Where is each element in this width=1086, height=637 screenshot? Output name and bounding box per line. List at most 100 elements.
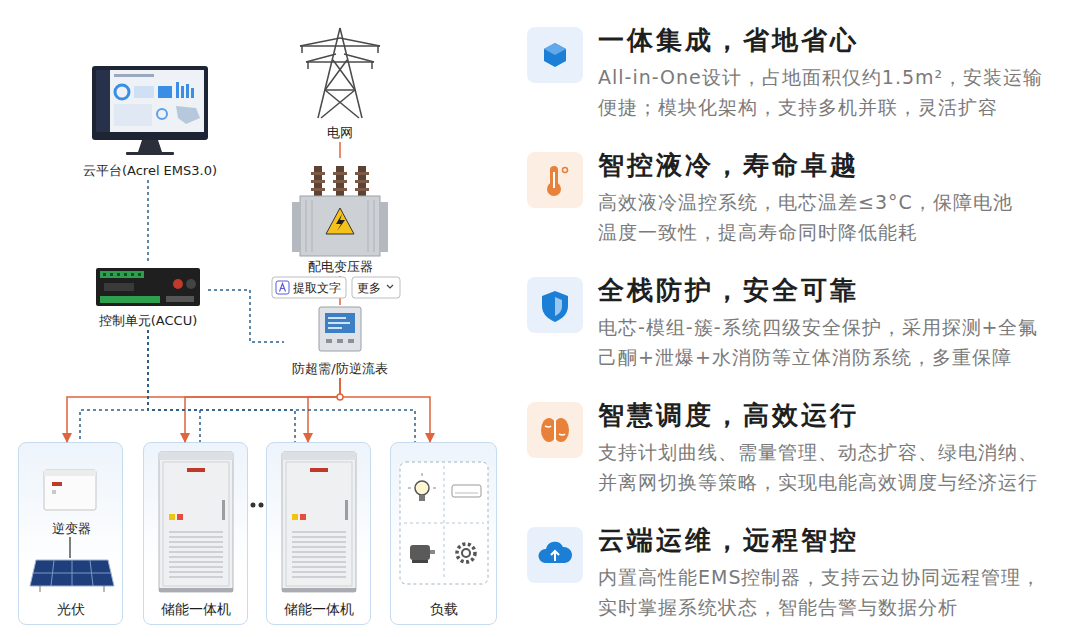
inverter-illustration-part: [44, 470, 96, 510]
power-tower-illustration-part: [307, 62, 309, 69]
power-grid-node: 电网: [300, 24, 380, 142]
signal-line: [148, 330, 200, 442]
device-label: 云平台(Acrel EMS3.0): [75, 162, 225, 180]
feature-icons-part: [563, 168, 568, 173]
device-label: 配电变压器: [285, 258, 395, 276]
power-tower-illustration-part: [300, 45, 380, 47]
text-extract-popup-part: [387, 285, 393, 288]
power-tower-illustration-part: [340, 38, 380, 46]
transformer-illustration-part: [380, 202, 388, 252]
feature-item: 智慧调度，高效运行支持计划曲线、需量管理、动态扩容、绿电消纳、 并离网切换等策略…: [598, 397, 1082, 507]
ellipsis-dots-part: [251, 503, 256, 508]
control-unit-illustration-part-part: [117, 273, 120, 276]
control-unit-illustration-part-part: [103, 273, 106, 276]
feature-icons-part: [538, 542, 572, 563]
transformer-illustration-part-part: [355, 180, 369, 183]
pv-panel-illustration-part: [33, 560, 111, 586]
control-unit-illustration-part-part: [124, 273, 127, 276]
load-icons-part: [462, 549, 470, 557]
feature-icons-part: [545, 426, 565, 435]
device-label: 逆变器: [34, 520, 108, 538]
signal-line: [80, 330, 148, 442]
control-unit-illustration-part: [173, 279, 183, 289]
signal-line: [148, 330, 415, 442]
load-icons-part-part: [408, 488, 411, 489]
feature-icons-part: [527, 27, 583, 83]
transformer-illustration-part: [300, 196, 380, 256]
meter-illustration-part: [325, 313, 355, 333]
feature-icons-part: [553, 418, 569, 442]
feature-icons-part: [541, 418, 557, 442]
feature-description: 支持计划曲线、需量管理、动态扩容、绿电消纳、 并离网切换等策略，实现电能高效调度…: [598, 437, 1082, 497]
box-label: 光伏: [19, 600, 122, 618]
load-icons-part: [400, 462, 488, 584]
monitor-illustration-part: [191, 88, 194, 98]
load-icons-part: [430, 550, 435, 554]
storage-cabinet-illustration: [282, 452, 356, 592]
power-tower-illustration-part: [377, 46, 379, 53]
load-icons-part: [408, 473, 436, 488]
power-tower-illustration-part: [306, 54, 336, 62]
feature-icons-part: [544, 43, 566, 55]
meter-illustration-part: [319, 307, 361, 351]
transformer-illustration-part-part: [355, 188, 369, 191]
power-tower-illustration-part: [344, 54, 374, 62]
control-unit-illustration-part-part: [131, 273, 134, 276]
monitor-illustration-part: [138, 140, 162, 152]
power-line: [339, 142, 341, 158]
feature-title: 智慧调度，高效运行: [598, 397, 1082, 433]
control-unit-illustration-part-part: [138, 273, 141, 276]
box-label: 储能一体机: [267, 600, 370, 618]
feature-icons-part: [527, 527, 583, 583]
monitor-illustration-part: [181, 86, 184, 98]
transformer-illustration-part: [336, 214, 345, 231]
load-icons-part: [415, 481, 429, 495]
feature-title: 智控液冷，寿命卓越: [598, 147, 1082, 183]
feature-item: 一体集成，省地省心All-in-One设计，占地面积仅约1.5m²，安装运输 便…: [598, 22, 1082, 132]
transformer-illustration-part-part: [333, 180, 347, 183]
feature-title: 云端运维，远程智控: [598, 522, 1082, 558]
pv-panel-illustration-part: [40, 586, 41, 592]
monitor-illustration-part: [186, 84, 189, 98]
pv-panel-illustration: [30, 537, 114, 592]
power-tower-illustration-part: [325, 89, 355, 91]
feature-icons: [527, 27, 583, 583]
monitor-illustration-part: [96, 70, 204, 132]
feature-icons-part: [554, 419, 556, 441]
monitor-illustration-part: [134, 86, 154, 98]
control-unit-illustration-part-part: [110, 273, 113, 276]
bus-junction-part: [337, 394, 343, 400]
feature-item: 智控液冷，寿命卓越高效液冷温控系统，电芯温差≤3°C，保障电池 温度一致性，提高…: [598, 147, 1082, 257]
device-label: 电网: [300, 124, 380, 142]
power-tower-illustration-part: [371, 62, 373, 69]
text-extract-popup-part: [276, 281, 289, 294]
feature-icons-part: [542, 291, 568, 322]
control-unit-illustration-part: [100, 271, 144, 278]
meter-illustration-part: [328, 317, 346, 319]
feature-icons-part: [555, 297, 562, 316]
power-tower-illustration-part: [321, 90, 355, 118]
meter-illustration: [319, 307, 361, 351]
transformer-illustration-part-part: [312, 200, 313, 252]
inverter-illustration-part: [52, 482, 62, 486]
load-icons-part: [452, 485, 481, 497]
meter-illustration-part: [326, 339, 332, 343]
control-unit-illustration-part: [96, 268, 200, 306]
power-tower-illustration: [300, 28, 380, 118]
power-tower-illustration-part: [325, 60, 347, 90]
feature-icons-part: [527, 402, 583, 458]
load-icons-part: [419, 495, 425, 501]
power-tower-illustration-part: [306, 61, 374, 63]
load-icons-part: [444, 466, 445, 580]
text-extract-popup-part: [272, 277, 346, 298]
monitor-illustration-part: [176, 106, 200, 124]
load-icons-part: [410, 545, 430, 560]
feature-icons-part: [551, 551, 559, 555]
text-extract-popup-part: [352, 277, 400, 298]
power-tower-illustration-part: [325, 90, 359, 118]
control-unit-illustration-part: [100, 296, 160, 303]
pv-box: 光伏逆变器: [18, 442, 123, 625]
